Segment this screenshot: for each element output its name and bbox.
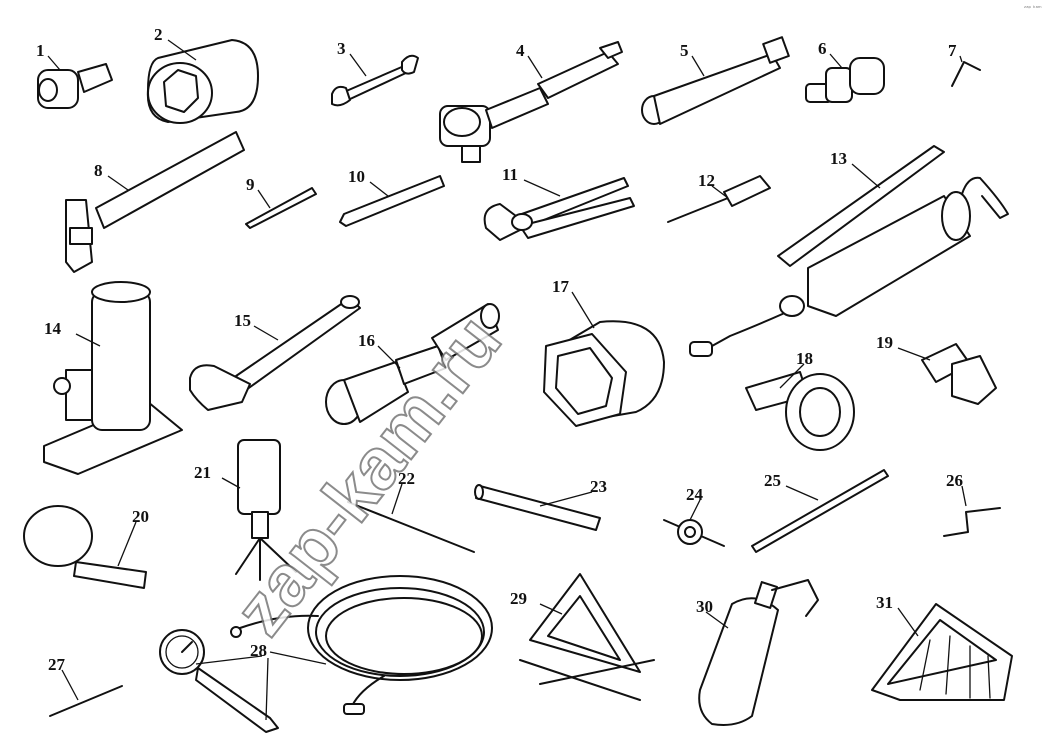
callout-1: 1 [36, 41, 45, 60]
callout-25: 25 [764, 471, 781, 490]
hydraulic-jack-icon [43, 281, 183, 475]
callout-21: 21 [194, 463, 211, 482]
hex-key-icon [951, 61, 981, 87]
grease-gun-icon [689, 145, 1009, 357]
valve-tool-icon [663, 519, 725, 547]
callout-13: 13 [830, 149, 847, 168]
inspection-lamp-icon [235, 439, 297, 581]
callout-31: 31 [876, 593, 893, 612]
pry-bar-icon [751, 469, 889, 553]
wheel-chock-icon [871, 603, 1013, 701]
hammer-icon [65, 131, 245, 273]
callout-28: 28 [250, 641, 267, 660]
warning-triangle-icon [519, 573, 655, 701]
callout-22: 22 [398, 469, 415, 488]
hub-nut-socket-icon [543, 320, 665, 427]
callout-7: 7 [948, 41, 957, 60]
callout-24: 24 [686, 485, 704, 504]
callout-9: 9 [246, 175, 255, 194]
callout-23: 23 [590, 477, 607, 496]
adjustable-wrench-icon [189, 295, 361, 411]
extension-bar-icon [641, 36, 790, 125]
large-hex-socket-icon [146, 39, 259, 124]
callout-30: 30 [696, 597, 713, 616]
callout-15: 15 [234, 311, 251, 330]
leader-lines [47, 39, 967, 721]
screwdriver-icon [667, 175, 771, 223]
callout-12: 12 [698, 171, 715, 190]
socket-adapter-icon [37, 63, 113, 109]
spark-plug-socket-icon [921, 343, 997, 405]
filter-strap-wrench-icon [23, 505, 147, 589]
callout-11: 11 [502, 165, 518, 184]
callout-6: 6 [818, 39, 827, 58]
callout-29: 29 [510, 589, 527, 608]
corner-mark: ᶻᵃᵖ ᵏᵃᵐ [1024, 5, 1042, 12]
ratchet-handle-icon [439, 41, 623, 163]
fire-extinguisher-icon [698, 579, 819, 726]
open-end-wrench-icon [331, 54, 419, 107]
callout-4: 4 [516, 41, 525, 60]
crank-handle-icon [943, 507, 1001, 537]
valve-core-tool-icon [49, 685, 123, 717]
callout-16: 16 [358, 331, 375, 350]
callout-20: 20 [132, 507, 149, 526]
callout-14: 14 [44, 319, 62, 338]
tommy-bar-icon [474, 484, 601, 531]
callout-18: 18 [796, 349, 813, 368]
callout-8: 8 [94, 161, 103, 180]
socket-with-handle-icon [325, 303, 500, 425]
tire-lever-icon [347, 501, 475, 553]
callout-10: 10 [348, 167, 365, 186]
universal-joint-icon [805, 57, 885, 103]
tire-inflation-hose-with-gauge-icon [159, 575, 493, 733]
punch-icon [245, 187, 317, 229]
callout-19: 19 [876, 333, 893, 352]
callout-2: 2 [154, 25, 163, 44]
slotted-nut-wrench-icon [745, 371, 855, 451]
callout-5: 5 [680, 41, 689, 60]
pliers-icon [483, 177, 635, 241]
callout-17: 17 [552, 277, 570, 296]
callout-26: 26 [946, 471, 963, 490]
callout-numbers: 1 2 3 4 5 6 7 8 9 10 11 12 13 14 15 16 1… [36, 25, 963, 674]
chisel-icon [339, 175, 445, 227]
callout-3: 3 [337, 39, 346, 58]
callout-27: 27 [48, 655, 66, 674]
